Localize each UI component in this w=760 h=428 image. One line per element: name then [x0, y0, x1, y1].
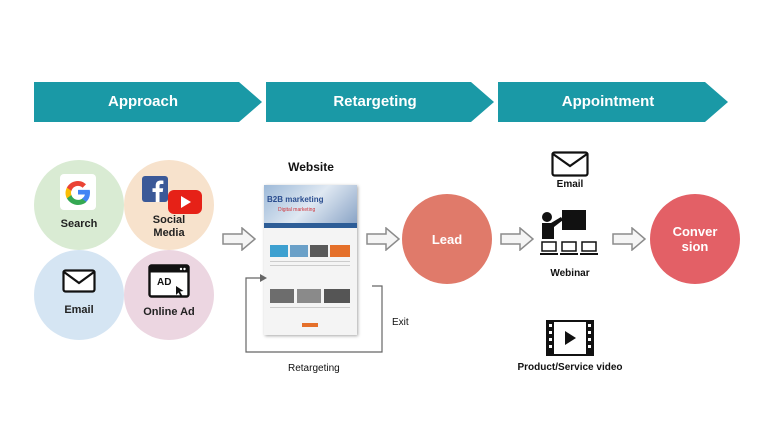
channel-email: Email [34, 250, 124, 340]
channel-label: Social Media [152, 214, 186, 239]
product-video-label: Product/Service video [517, 362, 623, 373]
chevron-arrow-shape [34, 82, 262, 122]
channel-label: Email [64, 304, 94, 316]
website-line [270, 265, 350, 266]
website-title: Website [288, 160, 334, 174]
channel-social-media: Social Media [124, 160, 214, 250]
envelope-icon [62, 269, 96, 293]
website-hero [264, 185, 357, 223]
website-thumb [297, 289, 321, 303]
website-banner-text: B2B marketing [267, 195, 324, 204]
appointment-email-label: Email [556, 179, 584, 190]
channel-online-ad: AD Online Ad [124, 250, 214, 340]
website-thumb [270, 289, 294, 303]
chevron-arrow-shape [498, 82, 728, 122]
flow-arrow-icon [612, 227, 646, 251]
website-banner-subtext: Digital marketing [278, 207, 316, 213]
website-screenshot: B2B marketing Digital marketing [264, 185, 357, 335]
webinar-label: Webinar [550, 268, 590, 279]
stage-label: Retargeting [333, 93, 417, 110]
website-thumb [290, 245, 308, 257]
stage-label: Approach [107, 93, 178, 110]
website-line [270, 261, 350, 262]
website-nav-bar [264, 223, 357, 228]
retargeting-loop-line [245, 274, 383, 353]
retargeting-label: Retargeting [288, 363, 340, 374]
flow-arrow-icon [222, 227, 256, 251]
youtube-icon [168, 190, 202, 214]
website-line [270, 307, 350, 308]
channel-label: Online Ad [143, 306, 195, 318]
stage-label: Appointment [561, 93, 655, 110]
ad-icon-text: AD [157, 277, 172, 288]
flow-arrow-icon [500, 227, 534, 251]
online-ad-browser-icon [148, 264, 190, 298]
webinar-icon [540, 210, 598, 255]
facebook-icon [142, 176, 168, 202]
flow-arrow-icon [366, 227, 400, 251]
exit-label: Exit [392, 317, 409, 328]
channel-label: Search [60, 218, 98, 230]
website-thumb [270, 245, 288, 257]
video-film-icon [546, 320, 594, 356]
envelope-icon [551, 151, 589, 177]
website-thumb [324, 289, 350, 303]
channel-search: Search [34, 160, 124, 250]
website-thumb [310, 245, 328, 257]
google-icon [60, 174, 96, 210]
conversion-circle: Conver sion [650, 194, 740, 284]
chevron-arrow-shape [266, 82, 494, 122]
lead-circle: Lead [402, 194, 492, 284]
website-button [302, 323, 318, 327]
website-thumb [330, 245, 350, 257]
